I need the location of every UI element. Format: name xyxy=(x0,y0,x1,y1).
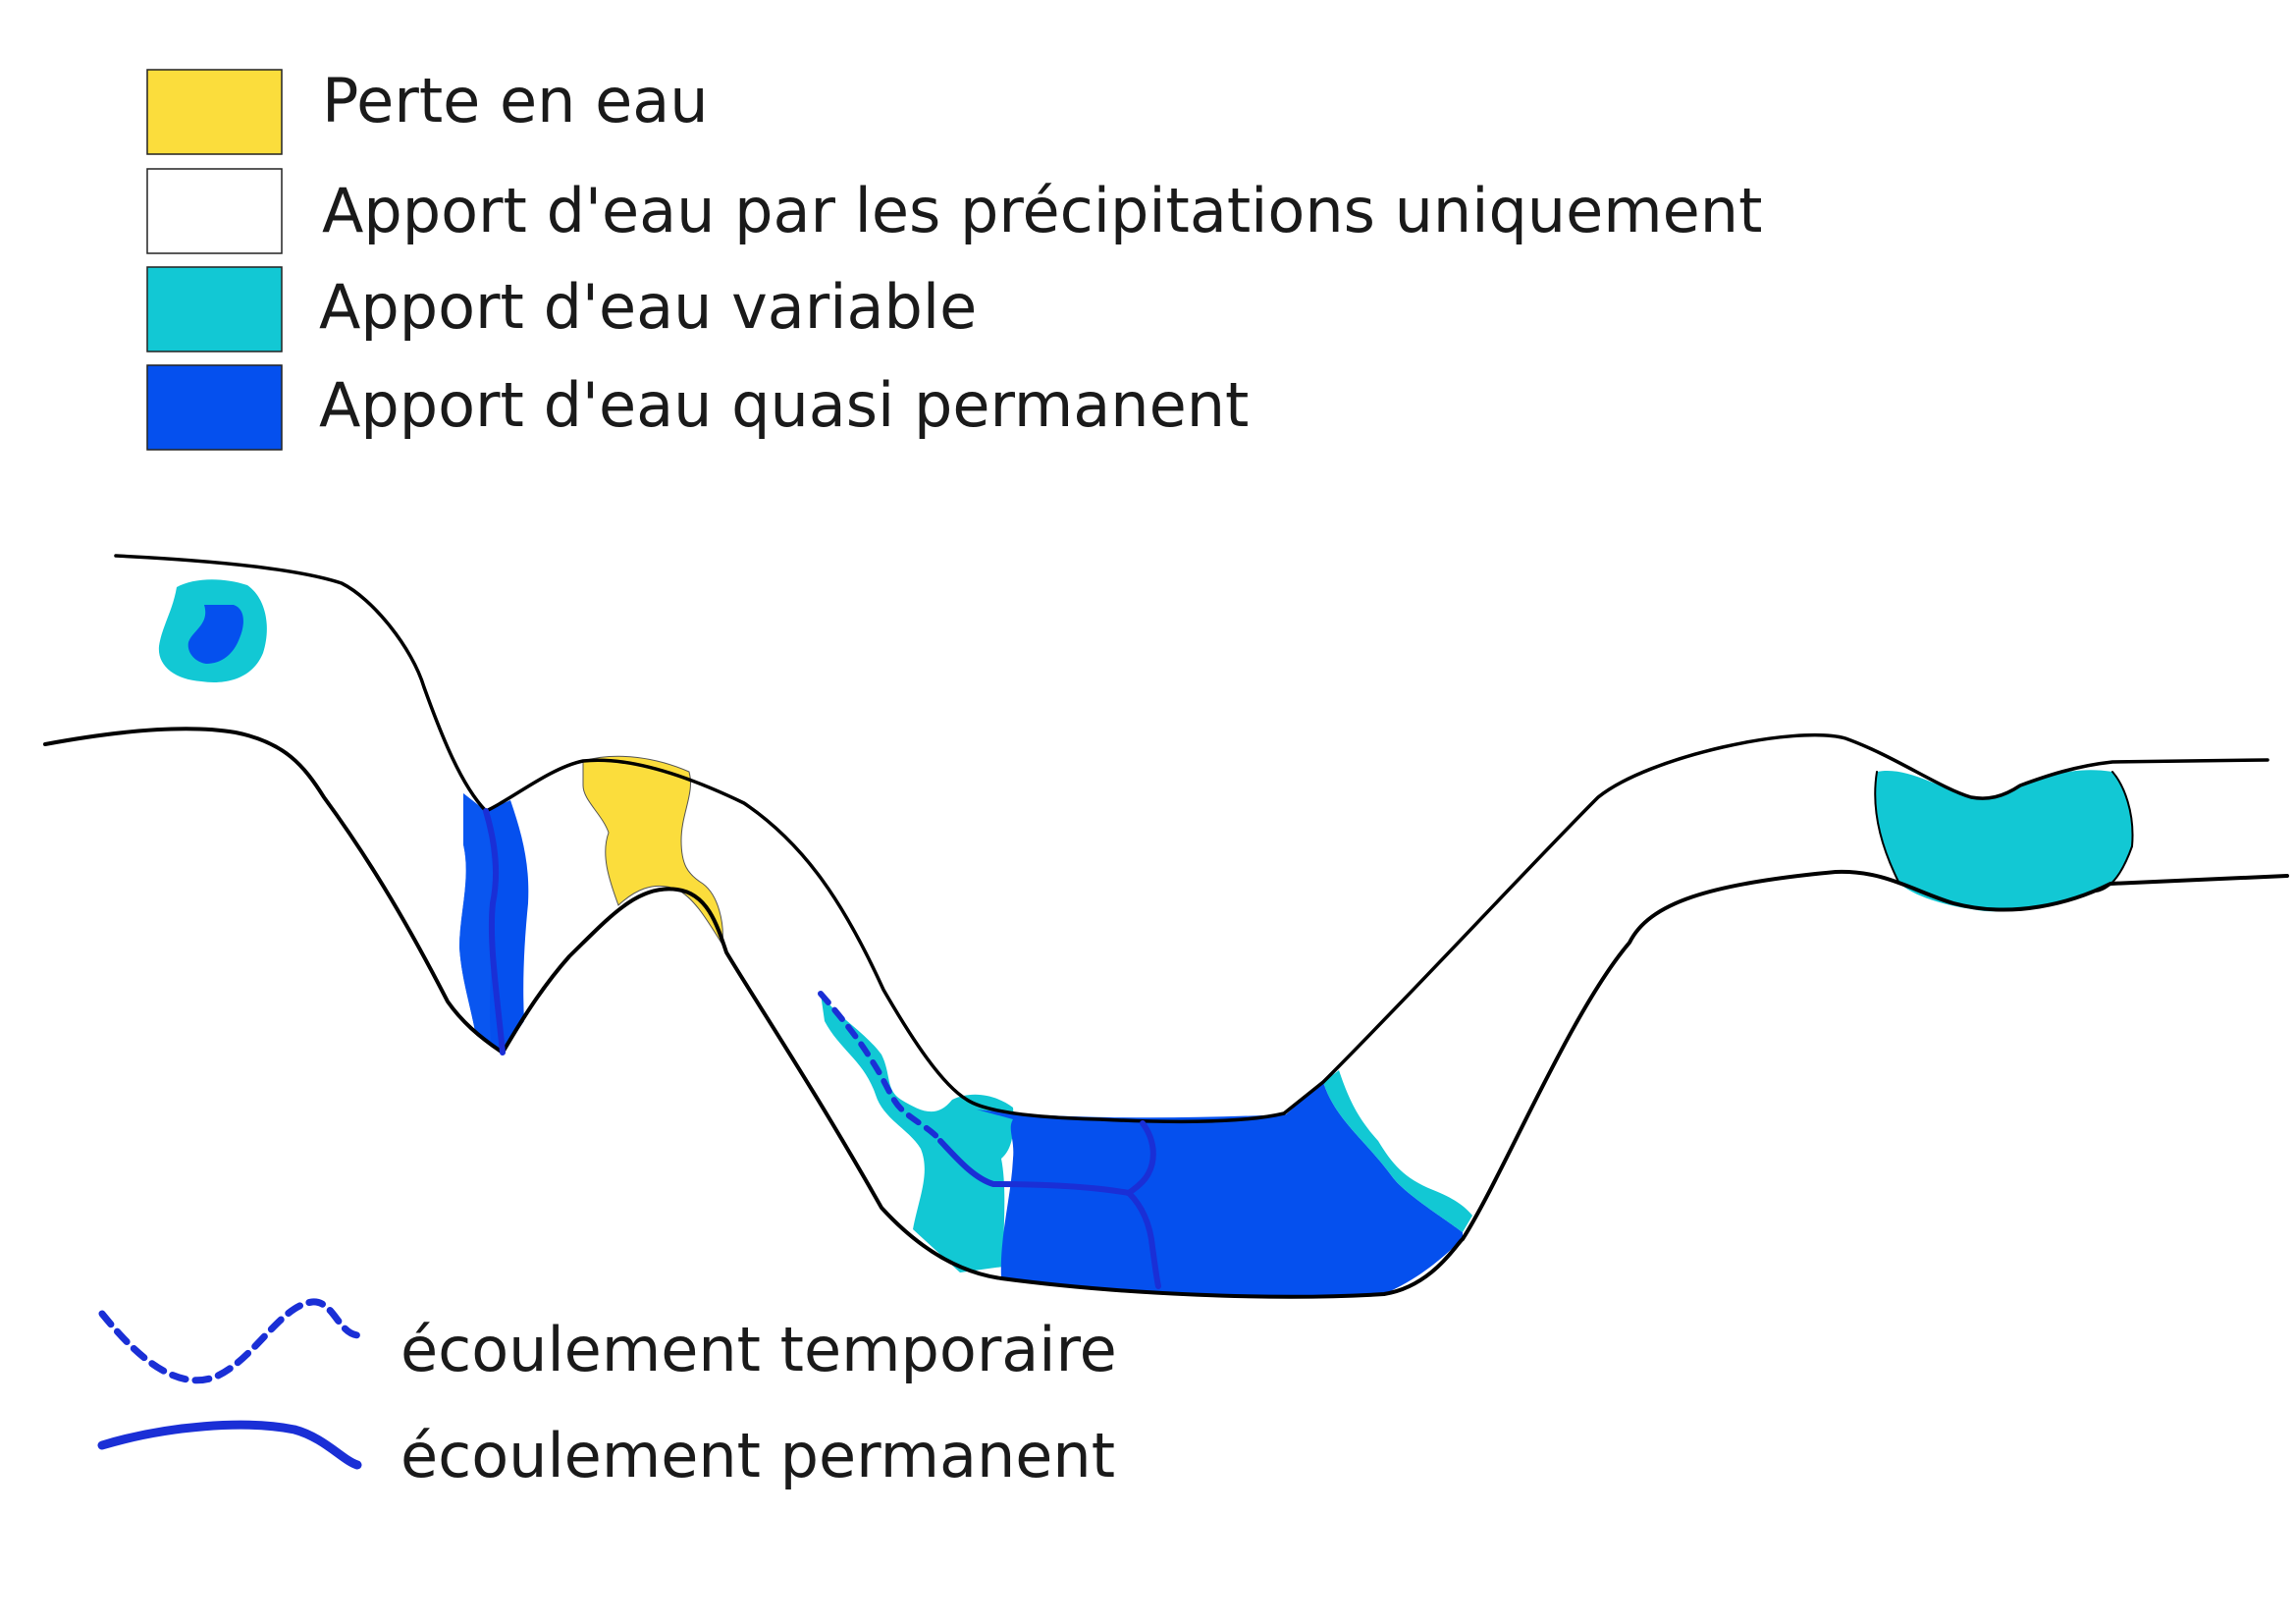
legend-flows: écoulement temporaire écoulement permane… xyxy=(97,1298,1117,1491)
legend-swatch-temporary-flow xyxy=(98,1298,363,1384)
flow-permanent-valley-lower xyxy=(1126,1190,1161,1289)
legend-swatch-precipitation xyxy=(146,168,283,254)
blob-permanent-topleft xyxy=(187,605,243,664)
flow-permanent-left-channel xyxy=(483,808,506,1056)
legend-item-temporary-flow: écoulement temporaire xyxy=(98,1298,1117,1385)
legend-swatch-loss xyxy=(146,69,283,155)
legend-label-temporary-flow: écoulement temporaire xyxy=(400,1314,1117,1385)
terrain-section xyxy=(43,554,2289,1299)
flow-temporary-slope xyxy=(818,991,943,1144)
area-permanent-valley xyxy=(977,1082,1463,1298)
legend-swatch-variable xyxy=(146,266,283,352)
outline-upper-surface xyxy=(114,554,2269,1123)
legend-label-permanent-flow: écoulement permanent xyxy=(400,1420,1115,1491)
area-variable-right-ridge xyxy=(1875,770,2133,912)
legend-item-permanent-flow: écoulement permanent xyxy=(97,1420,1115,1491)
legend-item-precipitation: Apport d'eau par les précipitations uniq… xyxy=(146,168,1762,254)
terrain-outline xyxy=(43,554,2289,1299)
flow-permanent-valley-main xyxy=(937,1138,1132,1196)
outline-ridge-right xyxy=(1874,771,1900,885)
legend-item-permanent: Apport d'eau quasi permanent xyxy=(146,364,1249,451)
flow-lines xyxy=(483,808,1161,1289)
legend-swatch-permanent-flow xyxy=(97,1420,362,1470)
legend-item-loss: Perte en eau xyxy=(146,65,709,155)
channel-left-lighter xyxy=(459,793,496,1041)
legend-label-loss: Perte en eau xyxy=(322,65,709,136)
outline-ridge-right-2 xyxy=(2095,771,2134,893)
legend-item-variable: Apport d'eau variable xyxy=(146,266,977,352)
legend-label-variable: Apport d'eau variable xyxy=(319,271,977,343)
area-variable-valley-left xyxy=(821,994,1014,1272)
legend-swatch-permanent xyxy=(146,364,283,451)
flow-permanent-valley-upper xyxy=(1126,1120,1156,1196)
area-variable-valley-right xyxy=(1323,1070,1472,1232)
legend-label-precipitation: Apport d'eau par les précipitations uniq… xyxy=(322,175,1762,246)
legend-areas: Perte en eau Apport d'eau par les précip… xyxy=(146,65,1762,451)
outline-lower-surface xyxy=(43,727,2289,1299)
legend-label-permanent: Apport d'eau quasi permanent xyxy=(319,369,1249,441)
